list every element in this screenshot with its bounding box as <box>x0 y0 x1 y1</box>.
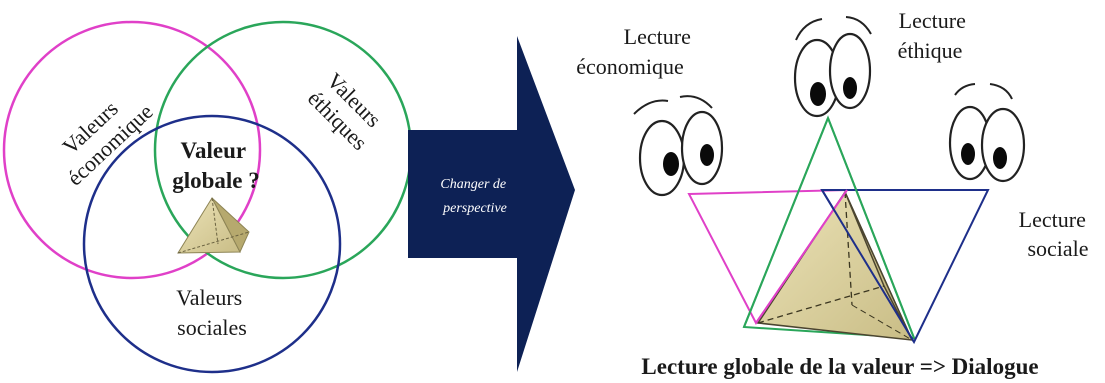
eyes-social-icon <box>950 84 1024 181</box>
pyramid-large <box>758 192 912 340</box>
label-global-value: Valeur globale ? <box>172 138 260 193</box>
caption: Lecture globale de la valeur => Dialogue <box>641 354 1038 379</box>
pyramid-small <box>178 198 249 253</box>
label-ethical-reading: Lecture éthique <box>898 8 972 63</box>
label-economic-reading: Lecture économique <box>576 24 696 79</box>
label-social-values: Valeurs sociales <box>176 285 247 340</box>
change-perspective-arrow: Changer de perspective <box>408 36 575 372</box>
label-economic-values: Valeurs économique <box>44 80 157 191</box>
label-social-reading: Lecture sociale <box>1019 207 1092 261</box>
venn-diagram: Valeurs économique Valeurs éthiques Vale… <box>4 22 411 372</box>
eyes-ethical-icon <box>795 17 871 116</box>
perspective-triangles <box>689 118 988 342</box>
eyes-economic-icon <box>634 96 722 195</box>
label-ethical-values: Valeurs éthiques <box>303 67 391 155</box>
